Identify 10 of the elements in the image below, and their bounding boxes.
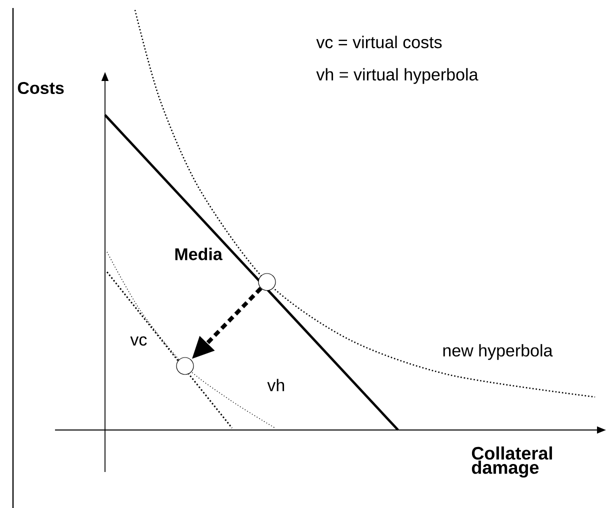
curve-label: Media	[175, 248, 222, 260]
legend-text: vh = virtual hyperbola	[316, 68, 478, 84]
curve-label: new hyperbola	[443, 344, 553, 360]
axis-label: Costs	[18, 82, 64, 94]
legend-text: vc = virtual costs	[316, 36, 442, 48]
point-marker	[176, 357, 194, 375]
curve-label: vc	[130, 336, 147, 346]
axis-label: Collateral damage	[472, 446, 552, 478]
point-marker	[258, 273, 276, 291]
curve-label: vh	[267, 378, 284, 392]
